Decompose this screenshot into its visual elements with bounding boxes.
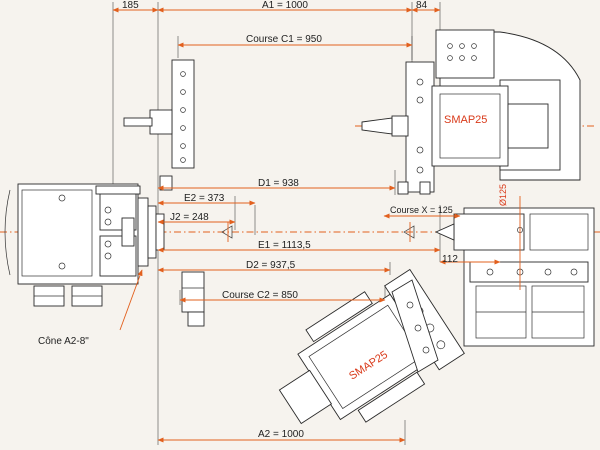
upper-turret <box>361 29 581 195</box>
dim-course-x: Course X = 125 <box>390 205 453 215</box>
dim-course-c2: Course C2 = 850 <box>222 290 298 301</box>
dim-84: 84 <box>416 0 428 11</box>
dim-d2: D2 = 937,5 <box>246 260 296 271</box>
dim-phi125: Ø125 <box>498 184 508 206</box>
dim-a1: A1 = 1000 <box>262 0 308 11</box>
dim-e1: E1 = 1113,5 <box>258 240 311 251</box>
dim-a2: A2 = 1000 <box>258 429 304 440</box>
lower-tool-block <box>181 271 205 327</box>
headstock <box>4 183 165 307</box>
tool-marks <box>221 222 415 242</box>
label-smap25-top: SMAP25 <box>444 114 487 126</box>
lower-turret <box>278 268 465 425</box>
label-cone: Cône A2-8" <box>38 336 89 347</box>
dim-course-c1: Course C1 = 950 <box>246 34 322 45</box>
dim-185: 185 <box>122 0 139 11</box>
tool-holder-upper-left <box>123 59 195 191</box>
tailstock <box>434 196 595 347</box>
dim-e2: E2 = 373 <box>184 193 225 204</box>
dim-112: 112 <box>442 254 458 265</box>
dimension-arrows <box>112 7 501 443</box>
dim-j2: J2 = 248 <box>170 212 209 223</box>
dim-d1: D1 = 938 <box>258 178 299 189</box>
